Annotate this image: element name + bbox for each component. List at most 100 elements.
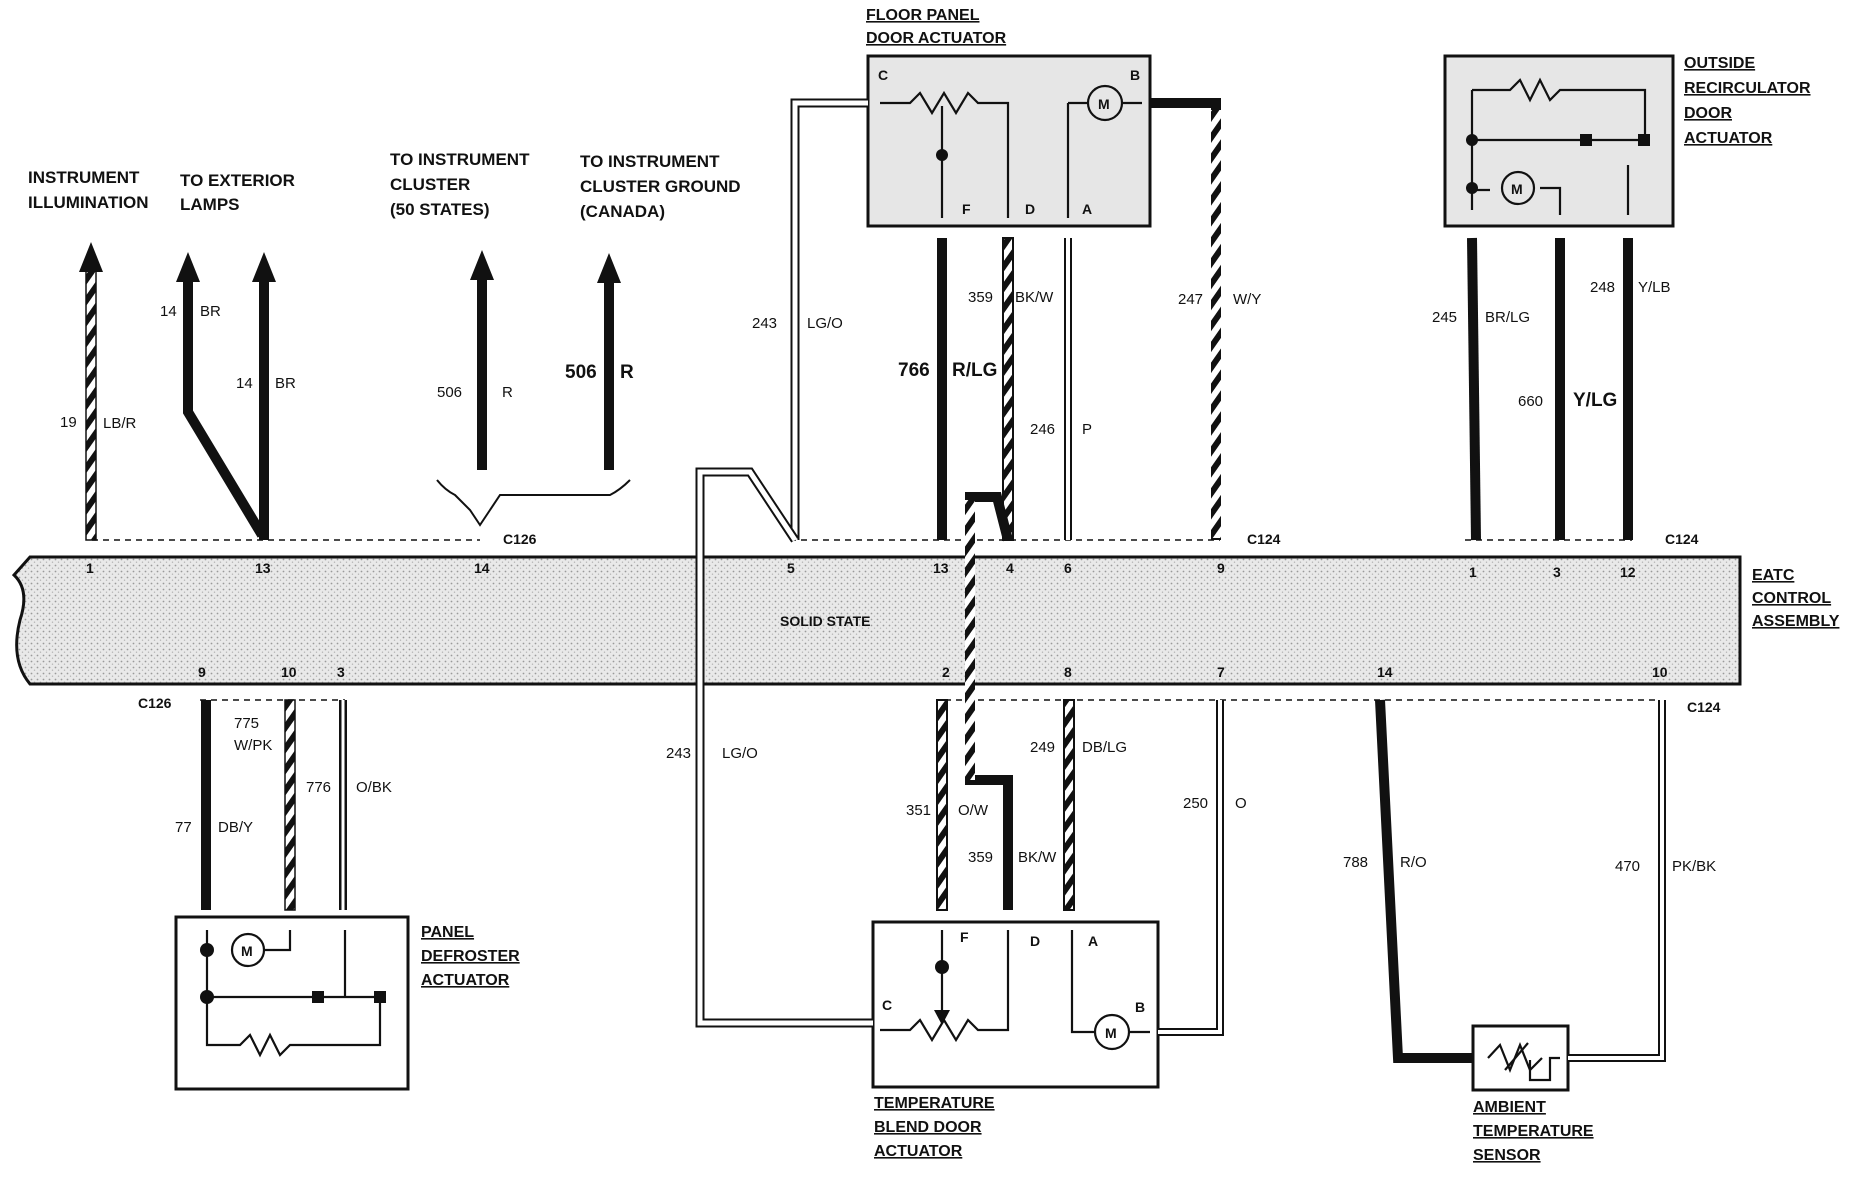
svg-text:2: 2 bbox=[942, 664, 950, 680]
svg-text:4: 4 bbox=[1006, 560, 1014, 576]
svg-text:DEFROSTER: DEFROSTER bbox=[421, 948, 520, 965]
svg-text:788: 788 bbox=[1343, 854, 1368, 871]
svg-text:506: 506 bbox=[437, 384, 462, 401]
svg-text:O/BK: O/BK bbox=[356, 779, 392, 796]
svg-text:BR/LG: BR/LG bbox=[1485, 309, 1530, 326]
wire-660-y-lg: 660 Y/LG bbox=[1518, 238, 1617, 540]
bottom-pin-numbers: 9 10 3 2 8 7 14 10 bbox=[198, 664, 1668, 680]
svg-text:D: D bbox=[1030, 933, 1040, 949]
svg-text:351: 351 bbox=[906, 802, 931, 819]
instrument-illumination-label: INSTRUMENT ILLUMINATION bbox=[28, 168, 149, 212]
wire-19-lb-r: 19 LB/R bbox=[60, 242, 137, 541]
svg-text:DB/Y: DB/Y bbox=[218, 819, 253, 836]
svg-text:BK/W: BK/W bbox=[1018, 849, 1057, 866]
svg-text:PANEL: PANEL bbox=[421, 924, 474, 941]
svg-text:775: 775 bbox=[234, 715, 259, 732]
svg-text:9: 9 bbox=[198, 664, 206, 680]
wire-766-r-lg: 766 R/LG bbox=[898, 238, 997, 540]
wire-359-bk-w-crossover: 359 BK/W bbox=[965, 492, 1057, 910]
svg-text:R: R bbox=[502, 384, 513, 401]
svg-text:W/Y: W/Y bbox=[1233, 291, 1261, 308]
eatc-label: EATC CONTROL ASSEMBLY bbox=[1752, 567, 1840, 630]
svg-text:B: B bbox=[1130, 67, 1140, 83]
svg-text:243: 243 bbox=[752, 315, 777, 332]
svg-text:14: 14 bbox=[236, 375, 253, 392]
svg-text:TO INSTRUMENT: TO INSTRUMENT bbox=[580, 152, 720, 171]
svg-text:246: 246 bbox=[1030, 421, 1055, 438]
svg-text:470: 470 bbox=[1615, 858, 1640, 875]
svg-text:250: 250 bbox=[1183, 795, 1208, 812]
svg-text:(50 STATES): (50 STATES) bbox=[390, 200, 490, 219]
svg-text:776: 776 bbox=[306, 779, 331, 796]
svg-text:Y/LG: Y/LG bbox=[1573, 390, 1617, 411]
wire-14-br: 14 BR 14 BR bbox=[160, 252, 296, 540]
svg-text:ACTUATOR: ACTUATOR bbox=[421, 972, 510, 989]
svg-text:F: F bbox=[962, 201, 971, 217]
svg-text:OUTSIDE: OUTSIDE bbox=[1684, 55, 1755, 72]
svg-text:R/LG: R/LG bbox=[952, 360, 997, 381]
wire-775-w-pk: 775 W/PK bbox=[234, 699, 296, 911]
svg-text:LG/O: LG/O bbox=[807, 315, 843, 332]
svg-text:LAMPS: LAMPS bbox=[180, 195, 240, 214]
instrument-cluster-50-states-label: TO INSTRUMENT CLUSTER (50 STATES) bbox=[390, 150, 530, 219]
arrow-up-icon bbox=[470, 250, 494, 280]
wire-245-br-lg: 245 BR/LG bbox=[1432, 237, 1530, 541]
arrow-up-icon bbox=[176, 252, 200, 282]
svg-text:TEMPERATURE: TEMPERATURE bbox=[1473, 1123, 1594, 1140]
svg-text:CLUSTER GROUND: CLUSTER GROUND bbox=[580, 177, 741, 196]
svg-text:ASSEMBLY: ASSEMBLY bbox=[1752, 613, 1840, 630]
connector-c124-bottom: C124 bbox=[1687, 699, 1721, 715]
svg-text:10: 10 bbox=[281, 664, 297, 680]
svg-text:766: 766 bbox=[898, 360, 930, 381]
panel-defroster-actuator: M PANEL DEFROSTER ACTUATOR bbox=[174, 915, 520, 1091]
svg-text:A: A bbox=[1088, 933, 1098, 949]
outside-recirculator-door-actuator: M OUTSIDE RECIRCULATOR DOOR ACTUATOR bbox=[1443, 54, 1811, 228]
svg-text:10: 10 bbox=[1652, 664, 1668, 680]
svg-text:BR: BR bbox=[275, 375, 296, 392]
arrow-up-icon bbox=[79, 242, 103, 272]
svg-text:M: M bbox=[1098, 96, 1110, 112]
wire-788-r-o: 788 R/O bbox=[1343, 699, 1473, 1063]
svg-text:TO EXTERIOR: TO EXTERIOR bbox=[180, 171, 295, 190]
svg-text:EATC: EATC bbox=[1752, 567, 1795, 584]
svg-text:W/PK: W/PK bbox=[234, 737, 272, 754]
wire-248-y-lb: 248 Y/LB bbox=[1590, 238, 1671, 540]
svg-text:ACTUATOR: ACTUATOR bbox=[874, 1143, 963, 1160]
svg-text:13: 13 bbox=[255, 560, 271, 576]
svg-text:7: 7 bbox=[1217, 664, 1225, 680]
svg-text:DOOR: DOOR bbox=[1684, 105, 1732, 122]
motor-icon bbox=[230, 932, 266, 968]
svg-text:CLUSTER: CLUSTER bbox=[390, 175, 470, 194]
svg-text:8: 8 bbox=[1064, 664, 1072, 680]
svg-text:B: B bbox=[1135, 999, 1145, 1015]
svg-text:245: 245 bbox=[1432, 309, 1457, 326]
svg-text:77: 77 bbox=[175, 819, 192, 836]
svg-text:R: R bbox=[620, 362, 634, 383]
svg-text:BR: BR bbox=[200, 303, 221, 320]
svg-text:TO INSTRUMENT: TO INSTRUMENT bbox=[390, 150, 530, 169]
svg-text:9: 9 bbox=[1217, 560, 1225, 576]
svg-text:O/W: O/W bbox=[958, 802, 989, 819]
svg-text:359: 359 bbox=[968, 289, 993, 306]
svg-text:6: 6 bbox=[1064, 560, 1072, 576]
svg-text:C: C bbox=[882, 997, 892, 1013]
top-pin-numbers: 1 13 14 5 13 4 6 9 1 3 12 bbox=[86, 560, 1636, 580]
wire-243-lg-o-loop: 243 LG/O bbox=[666, 467, 873, 1028]
exterior-lamps-label: TO EXTERIOR LAMPS bbox=[180, 171, 295, 214]
svg-text:M: M bbox=[1105, 1025, 1117, 1041]
svg-text:CONTROL: CONTROL bbox=[1752, 590, 1831, 607]
svg-text:AMBIENT: AMBIENT bbox=[1473, 1099, 1546, 1116]
svg-text:ACTUATOR: ACTUATOR bbox=[1684, 130, 1773, 147]
svg-text:248: 248 bbox=[1590, 279, 1615, 296]
svg-text:1: 1 bbox=[1469, 564, 1477, 580]
svg-text:LB/R: LB/R bbox=[103, 415, 137, 432]
wire-470-pk-bk: 470 PK/BK bbox=[1568, 700, 1716, 1062]
wire-243-lg-o-top: 243 LG/O bbox=[752, 98, 868, 540]
connector-c124-top-right: C124 bbox=[1665, 531, 1699, 547]
svg-text:BLEND DOOR: BLEND DOOR bbox=[874, 1119, 982, 1136]
svg-text:RECIRCULATOR: RECIRCULATOR bbox=[1684, 80, 1811, 97]
svg-text:14: 14 bbox=[474, 560, 490, 576]
wire-506-r: 506 R 506 R bbox=[436, 250, 634, 527]
floor-panel-door-actuator: FLOOR PANEL DOOR ACTUATOR M C B F D A bbox=[866, 7, 1152, 228]
